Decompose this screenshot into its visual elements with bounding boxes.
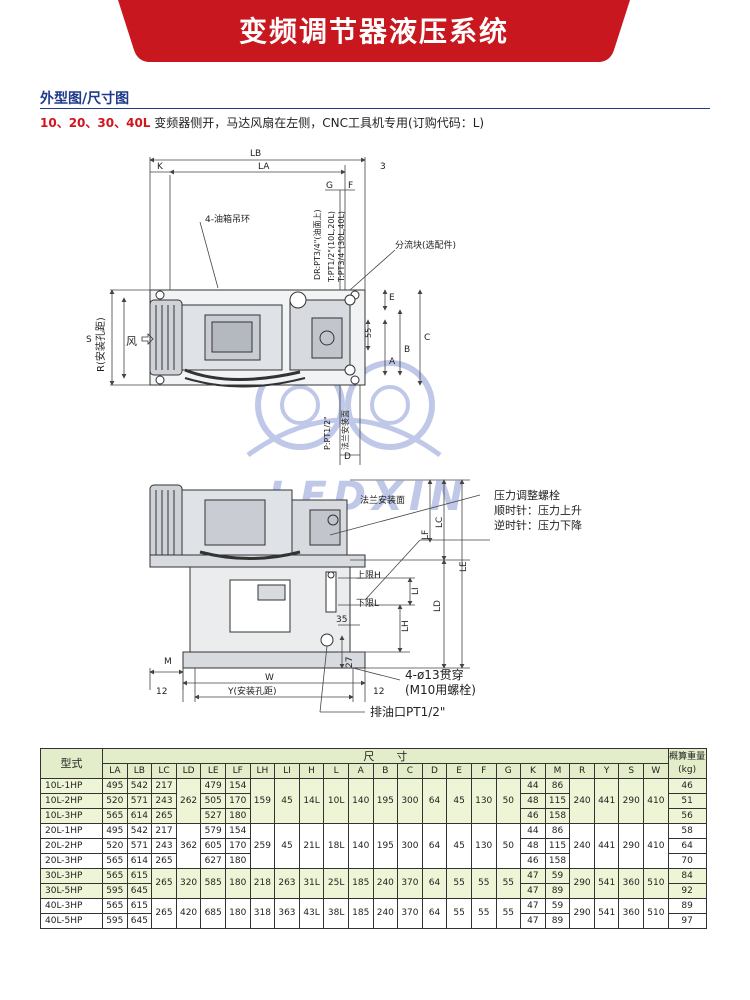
- svg-text:G: G: [326, 181, 333, 191]
- svg-text:LF: LF: [421, 530, 431, 540]
- section-divider: [40, 108, 710, 109]
- svg-text:法兰安装面: 法兰安装面: [340, 410, 350, 450]
- page-title: 变频调节器液压系统: [238, 15, 509, 48]
- col-model: 型式: [40, 748, 103, 779]
- svg-text:下限L: 下限L: [356, 598, 379, 609]
- table-header-row: 型式 尺 寸 概算重量 (kg): [40, 748, 707, 779]
- svg-text:LD: LD: [433, 600, 443, 612]
- top-view: [149, 289, 366, 388]
- svg-text:12: 12: [156, 687, 167, 697]
- svg-text:E: E: [389, 293, 395, 303]
- svg-text:LB: LB: [250, 149, 261, 159]
- svg-text:W: W: [265, 673, 274, 683]
- col-group-dimensions: 尺 寸: [102, 748, 669, 764]
- airflow-arrow-icon: [141, 333, 154, 345]
- svg-text:排油口PT1/2": 排油口PT1/2": [370, 705, 445, 719]
- svg-text:压力调整螺栓: 压力调整螺栓: [494, 488, 560, 502]
- svg-text:风: 风: [126, 335, 137, 348]
- svg-text:LI: LI: [411, 587, 421, 595]
- col-weight: 概算重量 (kg): [667, 748, 707, 779]
- svg-text:4-ø13贯穿: 4-ø13贯穿: [405, 667, 464, 682]
- svg-text:LH: LH: [401, 620, 411, 632]
- svg-text:S: S: [86, 335, 92, 345]
- svg-text:LA: LA: [258, 162, 270, 172]
- svg-text:顺时针：压力上升: 顺时针：压力上升: [494, 503, 582, 517]
- svg-text:T:PT1/2"(10L,20L): T:PT1/2"(10L,20L): [327, 211, 336, 283]
- svg-text:C: C: [424, 333, 430, 343]
- svg-text:K: K: [157, 162, 164, 172]
- dimension-drawing: LEDXIN: [86, 149, 582, 719]
- svg-text:12: 12: [373, 687, 384, 697]
- svg-text:P:PT1/2": P:PT1/2": [323, 416, 332, 450]
- svg-text:LE: LE: [459, 561, 469, 572]
- svg-text:B: B: [404, 345, 410, 355]
- top-view-dim-labels: LB LA K 3 G F S R(安装孔距) C B A 55 E D: [86, 149, 430, 462]
- svg-text:D: D: [344, 452, 351, 462]
- title-banner: [118, 0, 630, 62]
- svg-text:4-油箱吊环: 4-油箱吊环: [205, 213, 250, 225]
- side-view: [149, 484, 366, 669]
- top-view-dimensions: [109, 157, 423, 465]
- svg-text:逆时针：压力下降: 逆时针：压力下降: [494, 518, 582, 532]
- svg-text:Y(安装孔距): Y(安装孔距): [227, 685, 277, 697]
- side-view-dim-labels: LC LF LE LD LI LH 35 M W 27 12 12 Y(安装孔距…: [156, 517, 469, 697]
- top-view-annotations: 4-油箱吊环 风 分流块(选配件) DR:PT3/4"(油面上) T:PT1/2…: [126, 209, 456, 450]
- model-range: 10、20、30、40L: [40, 116, 151, 130]
- svg-text:T:PT3/4"(30L,40L): T:PT3/4"(30L,40L): [337, 211, 346, 283]
- svg-text:27: 27: [345, 657, 355, 668]
- svg-text:分流块(选配件): 分流块(选配件): [395, 239, 456, 251]
- svg-text:A: A: [389, 357, 396, 367]
- svg-text:55: 55: [364, 328, 373, 338]
- svg-text:上限H: 上限H: [356, 570, 381, 581]
- svg-text:35: 35: [336, 615, 347, 625]
- svg-text:R(安装孔距): R(安装孔距): [94, 317, 107, 372]
- svg-text:3: 3: [380, 162, 386, 172]
- svg-text:法兰安装面: 法兰安装面: [360, 494, 405, 506]
- svg-text:LC: LC: [435, 517, 445, 528]
- svg-text:(M10用螺栓): (M10用螺栓): [405, 682, 476, 697]
- svg-text:M: M: [164, 657, 172, 667]
- side-view-annotations: 法兰安装面 压力调整螺栓 顺时针：压力上升 逆时针：压力下降 上限H 下限L 4…: [356, 488, 582, 719]
- side-view-dimensions: [149, 479, 490, 713]
- section-subtitle: 10、20、30、40L 变频器侧开，马达风扇在左侧，CNC工具机专用(订购代码…: [40, 114, 484, 131]
- svg-text:DR:PT3/4"(油面上): DR:PT3/4"(油面上): [312, 209, 322, 280]
- section-title: 外型图/尺寸图: [40, 91, 130, 107]
- model-description: 变频器侧开，马达风扇在左侧，CNC工具机专用(订购代码：L): [154, 116, 485, 130]
- svg-text:F: F: [348, 181, 353, 191]
